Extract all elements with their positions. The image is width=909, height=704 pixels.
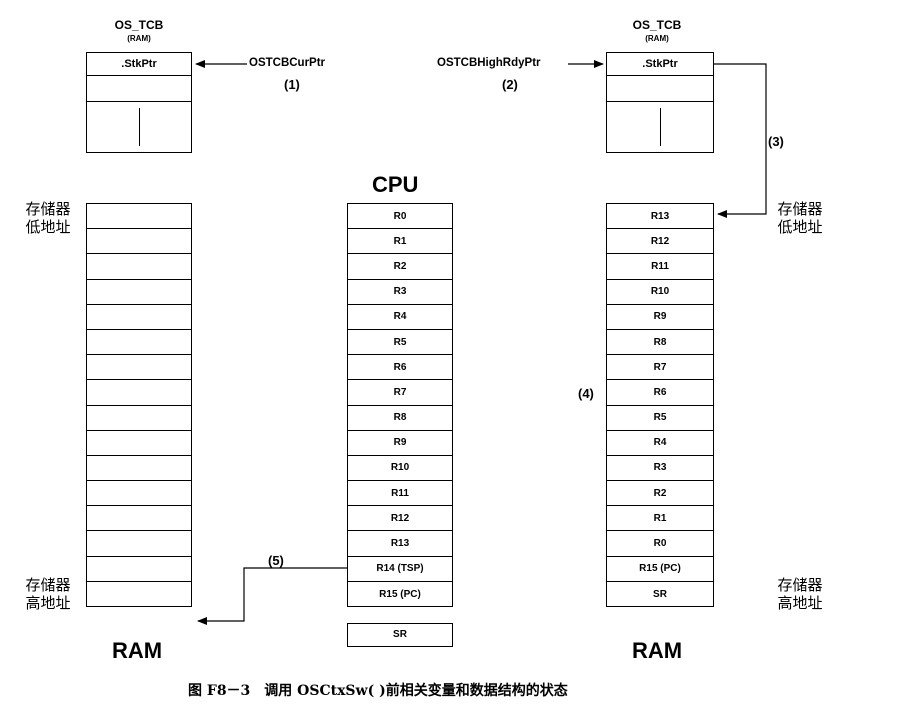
left-ram-cell [87,406,191,431]
cpu-register: R1 [348,229,452,255]
cpu-sr-label: SR [393,629,407,640]
figure-caption: 图 F8－3 调用 OSCtxSw( )前相关变量和数据结构的状态 [188,683,568,699]
left-ram-cell [87,204,191,230]
right-low-line2: 低地址 [777,218,823,236]
left-ram-low-address-label: 存储器 低地址 [8,200,88,236]
left-tcb-stkptr-field: .StkPtr [87,53,191,76]
right-ram-cell: R11 [607,254,713,280]
cpu-sr-register: SR [347,623,453,647]
step-1-label: (1) [284,77,300,92]
cpu-register: R9 [348,431,452,456]
right-high-line2: 高地址 [777,594,823,612]
left-tcb-box: .StkPtr [86,52,192,153]
left-ram-label: RAM [112,638,163,663]
right-ram-cell: SR [653,588,667,600]
right-ram-stack: R13 R12 R11 R10 R9 R8 R7 R6 R5 R4 R3 R2 … [606,203,714,607]
cpu-register: R8 [348,406,452,431]
right-ram-cell: R10 [607,280,713,305]
left-high-line2: 高地址 [25,594,71,612]
right-ram-cell: R0 [607,531,713,557]
right-ram-cell: R4 [607,431,713,456]
cpu-register: R6 [348,355,452,381]
cpu-register: R7 [348,380,452,406]
left-ram-cell [87,355,191,381]
left-low-line1: 存储器 [25,200,71,218]
cpu-register: R15 (PC) [379,588,421,600]
right-ram-cell: R15 (PC) [607,557,713,582]
left-ram-cell [87,506,191,532]
right-ram-cell: R9 [607,305,713,330]
cpu-register: R13 [348,531,452,557]
left-ram-cell [87,557,191,582]
left-tcb-title: OS_TCB [114,18,164,32]
right-ram-cell: R5 [607,406,713,431]
left-ram-cell [87,254,191,280]
left-ram-high-address-label: 存储器 高地址 [8,576,88,612]
right-ram-cell: R6 [607,380,713,406]
left-high-line1: 存储器 [25,576,71,594]
left-ram-stack [86,203,192,607]
left-ram-cell [87,229,191,255]
tsp-arrow [197,567,347,625]
cpu-register: R0 [348,204,452,230]
right-ram-high-address-label: 存储器 高地址 [760,576,840,612]
right-low-line1: 存储器 [777,200,823,218]
right-ram-cell: R8 [607,330,713,356]
cpu-register-stack: R0 R1 R2 R3 R4 R5 R6 R7 R8 R9 R10 R11 R1… [347,203,453,607]
cpu-register: R4 [348,305,452,330]
left-ram-cell [87,531,191,557]
left-low-line2: 低地址 [25,218,71,236]
cur-pointer-label: OSTCBCurPtr [249,57,326,69]
step-4-label: (4) [578,386,594,401]
cpu-register: R3 [348,280,452,305]
cpu-register: R12 [348,506,452,532]
left-ram-cell [87,305,191,330]
cpu-register: R14 (TSP) [348,557,452,582]
step-3-label: (3) [768,134,784,149]
left-ram-cell [87,380,191,406]
cpu-register: R10 [348,456,452,482]
right-ram-low-address-label: 存储器 低地址 [760,200,840,236]
right-tcb-subtitle: (RAM) [645,34,669,43]
right-tcb-row-continued [607,102,713,152]
left-ram-cell [87,280,191,305]
cpu-register: R5 [348,330,452,356]
left-tcb-subtitle: (RAM) [127,34,151,43]
right-ram-cell: R1 [607,506,713,532]
right-ram-cell: R2 [607,481,713,507]
left-tcb-row-continued [87,102,191,152]
left-ram-cell [87,431,191,456]
cpu-title: CPU [372,172,419,197]
left-ram-cell [87,456,191,482]
right-ram-cell: R3 [607,456,713,482]
left-tcb-row [87,76,191,102]
right-ram-cell: R13 [607,204,713,230]
right-high-line1: 存储器 [777,576,823,594]
right-ram-label: RAM [632,638,683,663]
right-tcb-box: .StkPtr [606,52,714,153]
cpu-register: R11 [348,481,452,507]
high-pointer-label: OSTCBHighRdyPtr [437,57,541,69]
step-5-label: (5) [268,553,284,568]
left-ram-cell [87,330,191,356]
step-2-label: (2) [502,77,518,92]
right-tcb-title: OS_TCB [632,18,682,32]
left-ram-cell [87,481,191,507]
right-tcb-stkptr-field: .StkPtr [607,53,713,76]
stkptr-arrow [714,63,767,218]
right-ram-cell: R7 [607,355,713,381]
right-ram-cell: R12 [607,229,713,255]
cpu-register: R2 [348,254,452,280]
right-tcb-row [607,76,713,102]
